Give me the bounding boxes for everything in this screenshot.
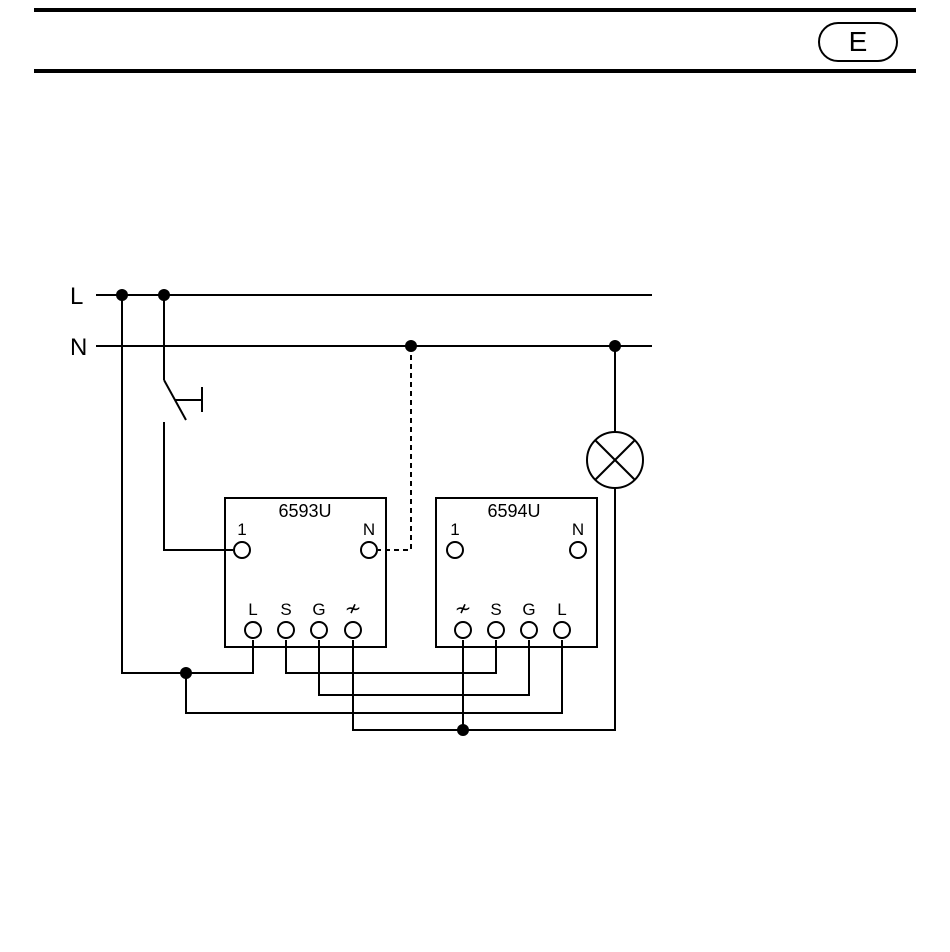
terminal-label: N [572, 520, 584, 539]
terminal-label: ≁ [455, 598, 472, 620]
terminal-circle-icon [311, 622, 327, 638]
device-model-label: 6594U [487, 501, 540, 521]
terminal-circle-icon [570, 542, 586, 558]
terminal-circle-icon [234, 542, 250, 558]
pushbutton-switch-icon [164, 380, 202, 420]
terminal-circle-icon [278, 622, 294, 638]
terminal-circle-icon [447, 542, 463, 558]
terminal-circle-icon [245, 622, 261, 638]
junction-dot-icon [158, 289, 170, 301]
terminal-circle-icon [554, 622, 570, 638]
switch-to-terminal-wire [164, 422, 233, 550]
neutral-line-label: N [70, 334, 87, 361]
junction-dot-icon [405, 340, 417, 352]
junction-dot-icon [116, 289, 128, 301]
terminal-label: G [312, 600, 325, 619]
terminal-circle-icon [521, 622, 537, 638]
junction-dot-icon [180, 667, 192, 679]
live-line-label: L [70, 283, 83, 310]
terminal-label: L [248, 600, 257, 619]
optional-neutral-wire [378, 346, 411, 550]
junction-dot-icon [609, 340, 621, 352]
terminal-label: S [280, 600, 291, 619]
terminal-label: ≁ [345, 598, 362, 620]
junction-dot-icon [457, 724, 469, 736]
terminal-circle-icon [455, 622, 471, 638]
terminal-label: S [490, 600, 501, 619]
l-link-wire [186, 640, 562, 713]
terminal-label: N [363, 520, 375, 539]
s-link-wire [286, 640, 496, 673]
live-feed-wire [122, 295, 253, 673]
terminal-circle-icon [345, 622, 361, 638]
terminal-label: G [522, 600, 535, 619]
terminal-label: L [557, 600, 566, 619]
terminal-circle-icon [361, 542, 377, 558]
device-model-label: 6593U [278, 501, 331, 521]
terminal-circle-icon [488, 622, 504, 638]
terminal-label: 1 [450, 520, 459, 539]
lamp-icon [587, 432, 643, 488]
terminal-label: 1 [237, 520, 246, 539]
g-link-wire [319, 640, 529, 695]
